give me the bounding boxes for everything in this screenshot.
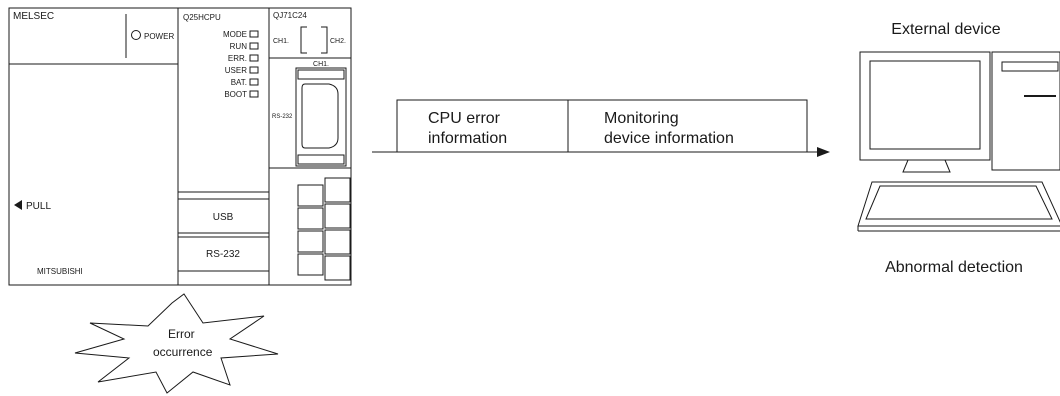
- user-led-label: USER: [225, 66, 247, 75]
- pull-label: PULL: [26, 201, 51, 212]
- boot-led-icon: [249, 90, 259, 98]
- cpu-model-label: Q25HCPU: [183, 13, 221, 22]
- mode-led-icon: [249, 30, 259, 38]
- bat-led-icon: [249, 78, 259, 86]
- ch1-bracket-icon: [300, 26, 307, 54]
- mode-led-label: MODE: [223, 30, 247, 39]
- usb-port: [177, 198, 270, 234]
- field2-line2: device information: [604, 130, 734, 147]
- ch1-label: CH1.: [273, 38, 289, 45]
- melsec-label: MELSEC: [13, 11, 54, 22]
- rs232-label: RS-232: [206, 249, 240, 260]
- tower-case: [991, 51, 1060, 171]
- connector-top-tab: [297, 69, 345, 80]
- tower-drive-slot: [1001, 61, 1059, 72]
- connector-bottom-tab: [297, 154, 345, 165]
- mitsubishi-label: MITSUBISHI: [37, 267, 83, 276]
- error-label-line1: Error: [168, 327, 195, 341]
- terminal-1: [297, 184, 324, 207]
- terminal-8: [324, 255, 351, 281]
- terminal-5: [297, 230, 324, 253]
- pull-arrow-icon: [14, 200, 22, 210]
- power-label: POWER: [144, 32, 174, 41]
- module-model-label: QJ71C24: [273, 11, 307, 20]
- error-label-line2: occurrence: [153, 345, 213, 359]
- boot-led-label: BOOT: [224, 90, 247, 99]
- ch1-connector-frame: [295, 67, 347, 167]
- plc-outline: [8, 7, 352, 286]
- run-led-label: RUN: [230, 42, 248, 51]
- terminal-3: [297, 207, 324, 230]
- terminal-7: [297, 253, 324, 276]
- terminal-2: [324, 177, 351, 203]
- transmission-arrow-icon: [817, 147, 830, 157]
- run-led-icon: [249, 42, 259, 50]
- module-rs232-label: RS-232: [272, 114, 293, 120]
- err-led-icon: [249, 54, 259, 62]
- power-led-icon: [131, 30, 141, 40]
- keyboard: [857, 181, 1060, 227]
- ch2-bracket-icon: [321, 26, 328, 54]
- error-burst-icon: [74, 293, 279, 394]
- field1-line2: information: [428, 130, 507, 147]
- terminal-4: [324, 203, 351, 229]
- keyboard-keys: [865, 185, 1053, 220]
- monitor-frame: [859, 51, 991, 161]
- user-led-icon: [249, 66, 259, 74]
- computer-icon: [857, 51, 1060, 232]
- monitor-screen: [869, 60, 981, 150]
- ch1-port-label: CH1.: [313, 61, 329, 68]
- abnormal-detection-caption: Abnormal detection: [885, 259, 1023, 276]
- field2-line1: Monitoring: [604, 110, 679, 127]
- ch2-label: CH2.: [330, 38, 346, 45]
- db9-connector-icon: [301, 83, 339, 149]
- err-led-label: ERR.: [228, 54, 247, 63]
- plc-unit: [8, 7, 352, 286]
- field1-line1: CPU error: [428, 110, 501, 127]
- external-device-title: External device: [891, 21, 1000, 38]
- terminal-6: [324, 229, 351, 255]
- rs232-port: [177, 236, 270, 272]
- monitor-stand: [902, 159, 951, 173]
- bat-led-label: BAT.: [231, 78, 247, 87]
- usb-label: USB: [213, 212, 234, 223]
